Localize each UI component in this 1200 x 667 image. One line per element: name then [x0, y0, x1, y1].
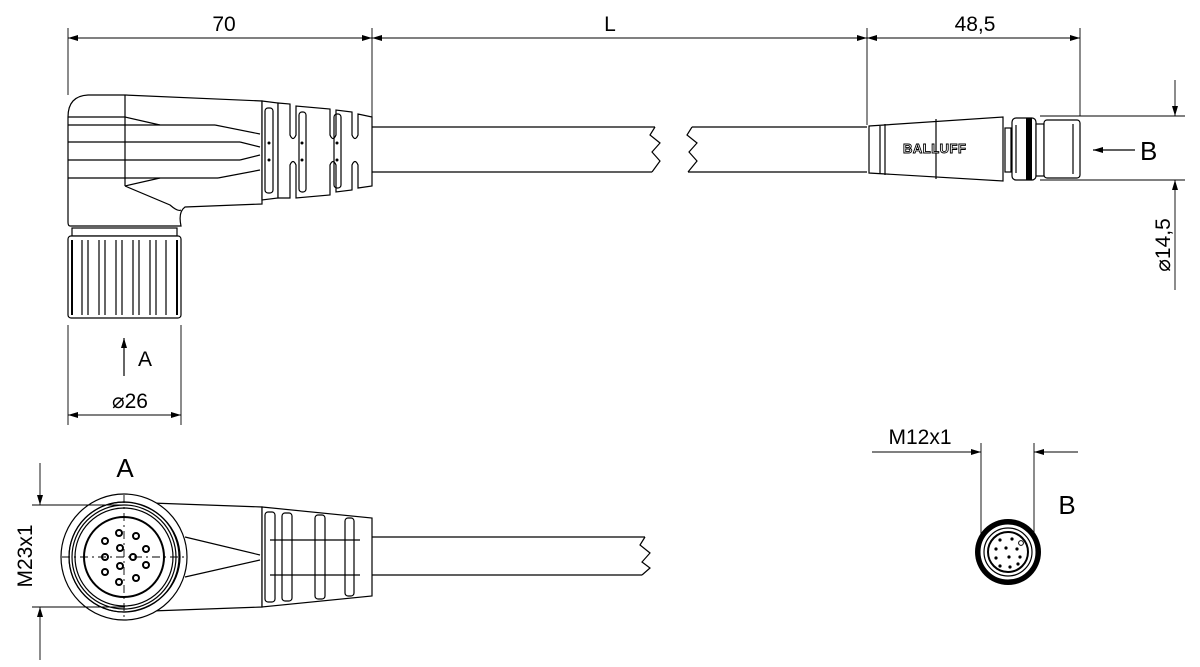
view-a-title: A: [116, 453, 134, 483]
straight-connector-m12: BALLUFF B: [868, 115, 1185, 182]
cable-side-view: [372, 126, 867, 173]
angled-connector-m23: [67, 94, 373, 319]
dimension-length-l: L: [604, 13, 616, 36]
view-b-m12-face: M12x1 B: [872, 426, 1078, 585]
dimension-70: 70: [212, 13, 235, 36]
view-label-a: A: [138, 348, 152, 371]
diameter-26-dimension: ⌀26 A: [67, 325, 182, 425]
dimension-m23x1: M23x1: [14, 524, 37, 587]
dimension-m12x1: M12x1: [888, 426, 951, 449]
knurled-coupling-nut: [67, 235, 182, 319]
top-dimension-chain: 70 L 48,5: [67, 13, 1081, 125]
m12-contact-pins: [994, 537, 1024, 569]
dimension-diameter-14-5: ⌀14,5: [1152, 218, 1175, 272]
view-a-m23-face: A M2: [14, 453, 651, 660]
view-b-title: B: [1058, 490, 1075, 520]
dimension-48-5: 48,5: [955, 13, 996, 36]
dimension-diameter-26: ⌀26: [112, 390, 148, 413]
brand-logo: BALLUFF: [903, 141, 966, 156]
view-label-b: B: [1140, 136, 1157, 166]
diameter-14-5-dimension: ⌀14,5: [1152, 80, 1178, 290]
